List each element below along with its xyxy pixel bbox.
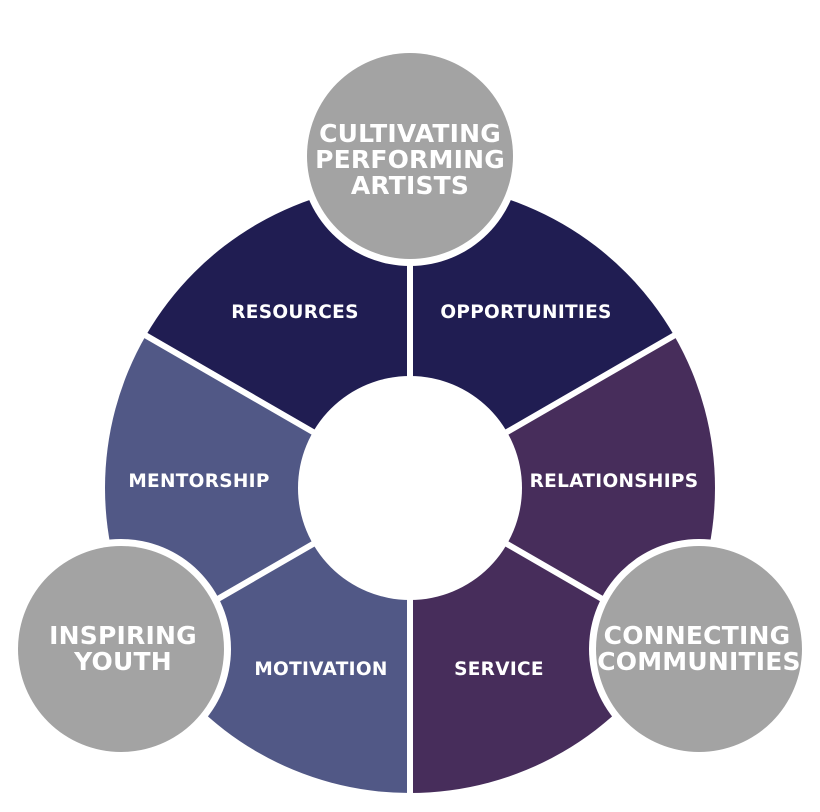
hub-cultivating: CULTIVATING PERFORMING ARTISTS (300, 46, 520, 266)
hub-cultivating-fill (307, 53, 513, 259)
segment-label-opportunities: OPPORTUNITIES (440, 302, 611, 323)
hub-inspiring: INSPIRING YOUTH (11, 539, 231, 759)
hub-cultivating-line-2: PERFORMING (315, 145, 505, 174)
hub-connecting-fill (596, 546, 802, 752)
segment-label-relationships: RELATIONSHIPS (530, 471, 699, 492)
hub-cultivating-line-1: CULTIVATING (319, 119, 501, 148)
hub-inspiring-line-2: YOUTH (73, 647, 172, 676)
hub-connecting: CONNECTING COMMUNITIES (589, 539, 809, 759)
center-circle (298, 376, 522, 600)
segment-label-mentorship: MENTORSHIP (128, 471, 269, 492)
hubs-layer: CULTIVATING PERFORMING ARTISTS INSPIRING… (11, 46, 809, 759)
segment-label-resources: RESOURCES (231, 302, 358, 323)
segment-label-motivation: MOTIVATION (254, 659, 387, 680)
hub-cultivating-line-3: ARTISTS (351, 171, 469, 200)
hub-connecting-line-1: CONNECTING (604, 621, 791, 650)
hub-inspiring-line-1: INSPIRING (49, 621, 197, 650)
segment-label-service: SERVICE (454, 659, 544, 680)
hub-inspiring-fill (18, 546, 224, 752)
segment-labels-layer: RESOURCES OPPORTUNITIES RELATIONSHIPS SE… (128, 302, 698, 680)
hub-connecting-line-2: COMMUNITIES (597, 647, 801, 676)
